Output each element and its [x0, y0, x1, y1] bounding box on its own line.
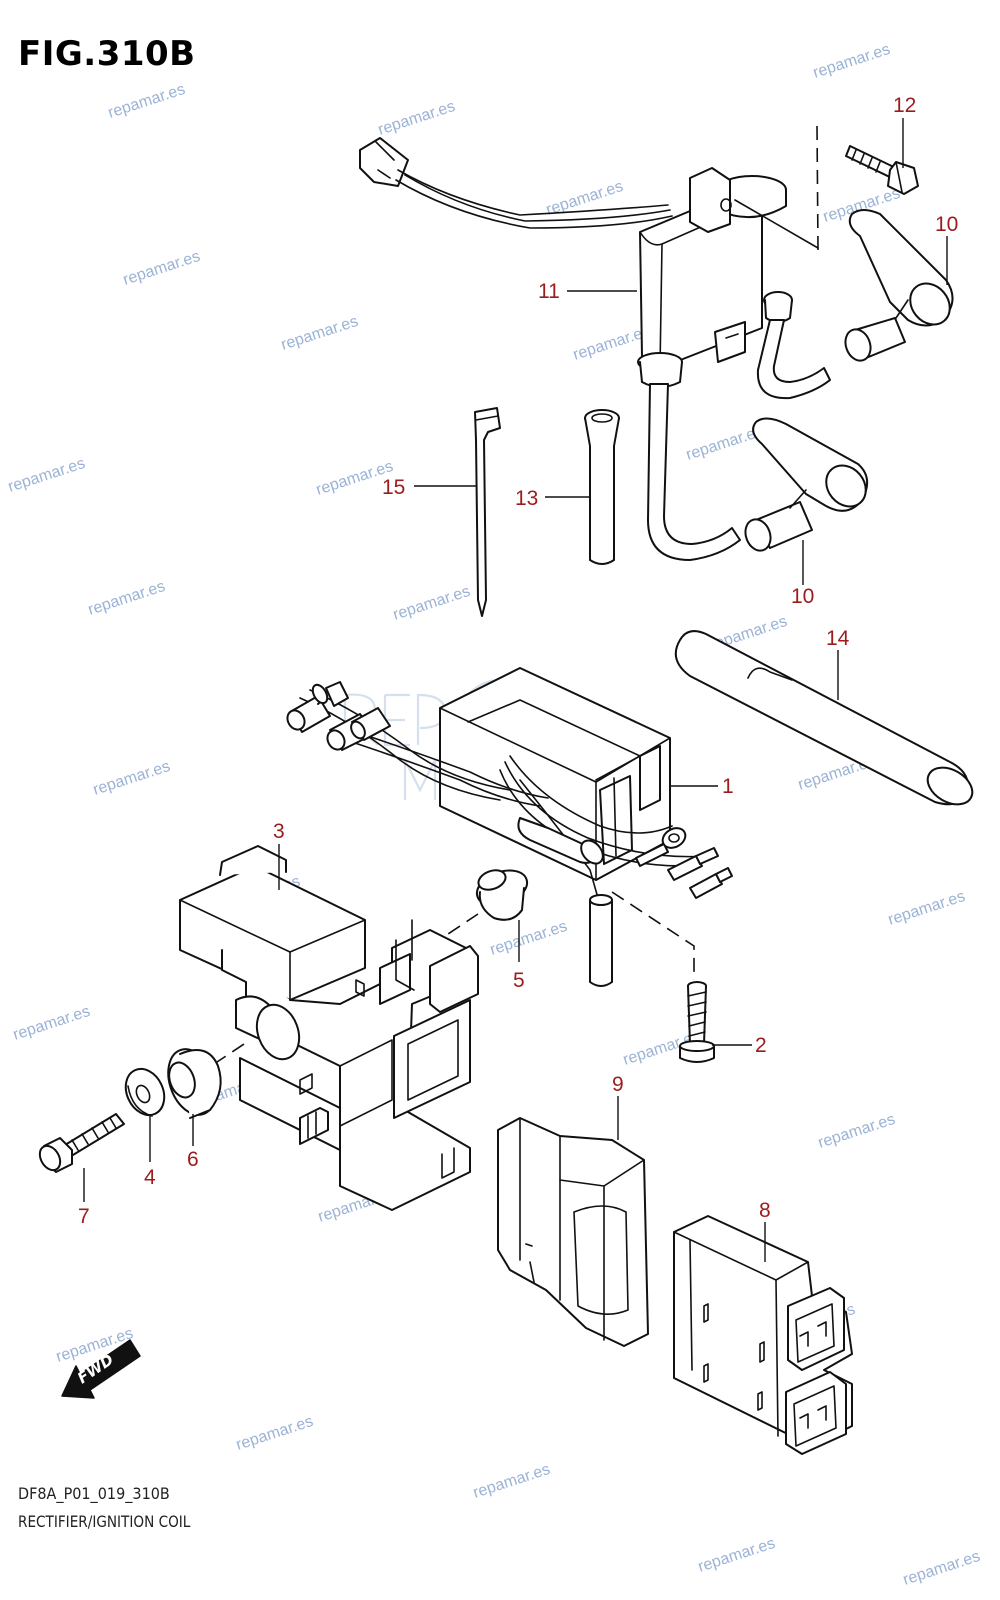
callout-13: 13	[515, 487, 538, 510]
cover-9	[497, 1117, 649, 1347]
watermark-text: repamar.es	[376, 98, 457, 139]
watermark-text: repamar.es	[901, 1548, 982, 1589]
cable-tie-15	[474, 407, 501, 617]
bolt-7	[38, 1113, 125, 1173]
spark-plug-cap-middle	[744, 417, 869, 552]
callout-11: 11	[538, 280, 560, 303]
watermark-text: repamar.es	[86, 578, 167, 619]
figure-code: DF8A_P01_019_310B	[18, 1484, 170, 1503]
callout-3: 3	[273, 820, 285, 843]
watermark-text: repamar.es	[279, 313, 360, 354]
sleeve-14	[674, 630, 974, 806]
ignition-coil-assembly	[359, 137, 831, 561]
callout-8: 8	[759, 1199, 771, 1222]
grommet-5	[475, 869, 529, 921]
washer-4	[124, 1067, 166, 1117]
watermark-text: repamar.es	[811, 41, 892, 82]
rectifier-unit	[286, 667, 733, 987]
figure-title: FIG.310B	[18, 34, 196, 74]
watermark-text: repamar.es	[121, 248, 202, 289]
callout-15: 15	[382, 476, 405, 499]
bolt-12	[734, 125, 919, 251]
regulator-8	[673, 1215, 853, 1455]
leader-dash-bracket	[213, 1039, 251, 1065]
callout-1: 1	[722, 775, 734, 798]
watermark-text: repamar.es	[106, 81, 187, 122]
callout-6: 6	[187, 1148, 199, 1171]
callout-4: 4	[144, 1166, 156, 1189]
callout-2: 2	[755, 1034, 767, 1057]
leader-lines	[83, 118, 948, 1262]
watermark-text: repamar.es	[6, 455, 87, 496]
bracket-3	[179, 845, 479, 1211]
spark-plug-cap-top	[844, 209, 954, 362]
figure-name: RECTIFIER/IGNITION COIL	[18, 1512, 191, 1531]
watermark-text: repamar.es	[886, 888, 967, 929]
callout-10-top: 10	[935, 213, 958, 236]
watermark-text: repamar.es	[471, 1461, 552, 1502]
watermark-text: repamar.es	[391, 583, 472, 624]
grommet-6	[167, 1048, 222, 1119]
callout-9: 9	[612, 1073, 624, 1096]
watermark-text: repamar.es	[816, 1111, 897, 1152]
tube-13	[584, 409, 620, 565]
callout-5: 5	[513, 969, 525, 992]
callout-12: 12	[893, 94, 916, 117]
watermark-text: repamar.es	[11, 1003, 92, 1044]
watermark-text: repamar.es	[91, 758, 172, 799]
watermark-text: repamar.es	[488, 918, 569, 959]
callout-7: 7	[78, 1205, 90, 1228]
callout-14: 14	[826, 627, 850, 650]
watermark-text: repamar.es	[696, 1535, 777, 1576]
watermark-text: repamar.es	[234, 1413, 315, 1454]
bolt-2	[679, 981, 715, 1063]
callout-labels: 12 10 11 15 13 10 14 1 3 5 2 9 4 6 7 8	[78, 94, 958, 1228]
leader-dash-bolt-2	[611, 891, 695, 980]
callout-10-middle: 10	[791, 585, 814, 608]
